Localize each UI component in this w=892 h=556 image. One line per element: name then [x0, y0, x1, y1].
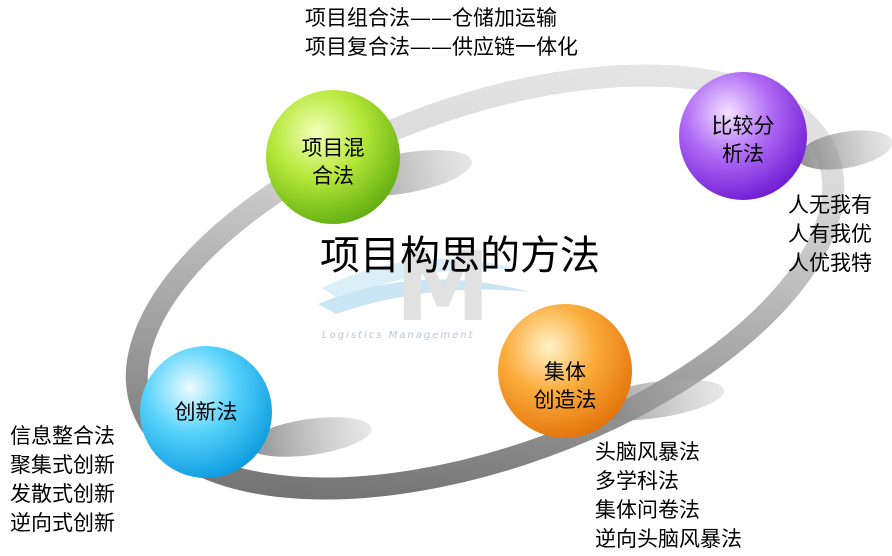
compare-sphere[interactable]	[679, 72, 807, 200]
compare-note: 人无我有	[788, 193, 872, 217]
compare-notes: 人无我有 人有我优 人优我特	[788, 191, 872, 278]
logo-mark: M	[395, 231, 491, 343]
collective-sphere[interactable]	[498, 304, 632, 438]
collective-note: 逆向头脑风暴法	[595, 527, 742, 551]
mix-note: 项目组合法——仓储加运输	[305, 6, 557, 30]
diagram-title: 项目构思的方法	[320, 233, 600, 279]
compare-note: 人有我优	[788, 222, 872, 246]
mix-sphere[interactable]	[266, 90, 400, 224]
logo-subtitle: Logistics Management	[322, 330, 475, 341]
mix-label: 项目混 合法	[301, 136, 365, 188]
collective-note: 头脑风暴法	[595, 440, 700, 464]
compare-shadow	[797, 130, 892, 170]
innovation-note: 发散式创新	[10, 482, 115, 506]
mix-notes: 项目组合法——仓储加运输 项目复合法——供应链一体化	[305, 4, 578, 62]
innovation-shadow	[248, 417, 372, 457]
innovation-label: 创新法	[174, 400, 238, 424]
innovation-sphere[interactable]	[140, 346, 272, 478]
collective-notes: 头脑风暴法 多学科法 集体问卷法 逆向头脑风暴法	[595, 438, 742, 554]
compare-label: 比较分 析法	[711, 114, 775, 166]
innovation-note: 聚集式创新	[10, 453, 115, 477]
collective-note: 集体问卷法	[595, 498, 700, 522]
collective-note: 多学科法	[595, 469, 679, 493]
logistics-logo: M	[318, 231, 530, 343]
mix-note: 项目复合法——供应链一体化	[305, 35, 578, 59]
collective-label: 集体 创造法	[533, 360, 597, 412]
innovation-note: 逆向式创新	[10, 511, 115, 535]
innovation-notes: 信息整合法 聚集式创新 发散式创新 逆向式创新	[10, 422, 115, 538]
innovation-note: 信息整合法	[10, 424, 115, 448]
compare-note: 人优我特	[788, 251, 872, 275]
